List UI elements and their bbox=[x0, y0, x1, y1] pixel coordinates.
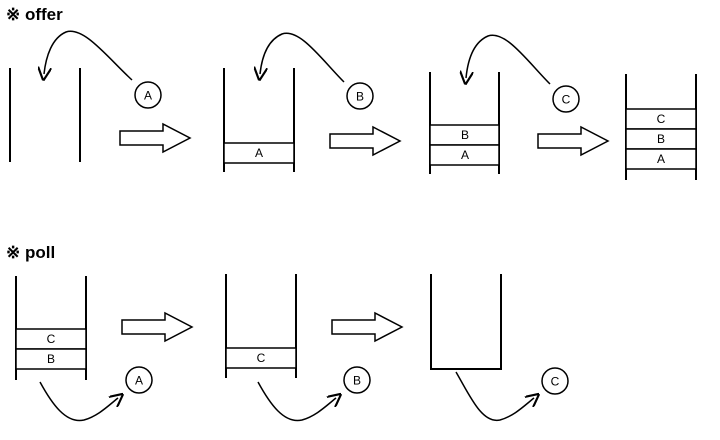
bubble-label: B bbox=[356, 90, 364, 104]
block-arrow-right-icon bbox=[121, 311, 194, 343]
poll-stack-2 bbox=[430, 274, 502, 370]
stack-item: C bbox=[47, 332, 56, 346]
block-arrow-right-icon bbox=[119, 122, 192, 154]
block-arrow-right-icon bbox=[537, 125, 610, 157]
stack-item: B bbox=[47, 352, 55, 366]
poll-bubble-a: A bbox=[125, 366, 153, 394]
block-arrow-right-icon bbox=[329, 125, 402, 157]
stack-item: B bbox=[461, 128, 469, 142]
stack-item: C bbox=[257, 351, 266, 365]
bubble-label: A bbox=[135, 374, 143, 388]
offer-stack-1: A bbox=[223, 68, 295, 172]
curved-arrow-icon bbox=[44, 30, 133, 80]
offer-title: ※ offer bbox=[6, 5, 63, 24]
block-arrow-right-icon bbox=[331, 311, 404, 343]
curved-arrow-icon bbox=[466, 34, 551, 84]
curved-arrow-icon bbox=[260, 32, 345, 83]
stack-item: A bbox=[657, 152, 665, 166]
poll-stack-1: C bbox=[225, 274, 297, 378]
offer-stack-2: B A bbox=[429, 72, 500, 174]
offer-stack-0 bbox=[9, 68, 81, 162]
poll-bubble-c: C bbox=[541, 367, 569, 395]
stack-item: A bbox=[255, 146, 263, 160]
stack-item: B bbox=[657, 132, 665, 146]
bubble-label: C bbox=[562, 93, 571, 107]
stack-cell bbox=[15, 348, 87, 370]
stack-item: C bbox=[657, 112, 666, 126]
curved-arrow-icon bbox=[39, 381, 118, 422]
stack-cell bbox=[223, 142, 295, 164]
curved-arrow-icon bbox=[455, 371, 534, 421]
stack-cell bbox=[625, 148, 697, 170]
offer-bubble-b: B bbox=[346, 82, 374, 110]
offer-bubble-a: A bbox=[134, 81, 162, 109]
poll-bubble-b: B bbox=[343, 366, 371, 394]
offer-bubble-c: C bbox=[552, 85, 580, 113]
stack-item: A bbox=[461, 148, 469, 162]
bubble-label: C bbox=[551, 375, 560, 389]
bubble-label: A bbox=[144, 89, 152, 103]
stack-cell bbox=[429, 144, 500, 166]
poll-stack-0: C B bbox=[15, 276, 87, 380]
curved-arrow-icon bbox=[257, 381, 336, 422]
bubble-label: B bbox=[353, 374, 361, 388]
stack-cell bbox=[225, 347, 297, 369]
offer-stack-3: C B A bbox=[625, 74, 697, 180]
poll-title: ※ poll bbox=[6, 243, 55, 262]
